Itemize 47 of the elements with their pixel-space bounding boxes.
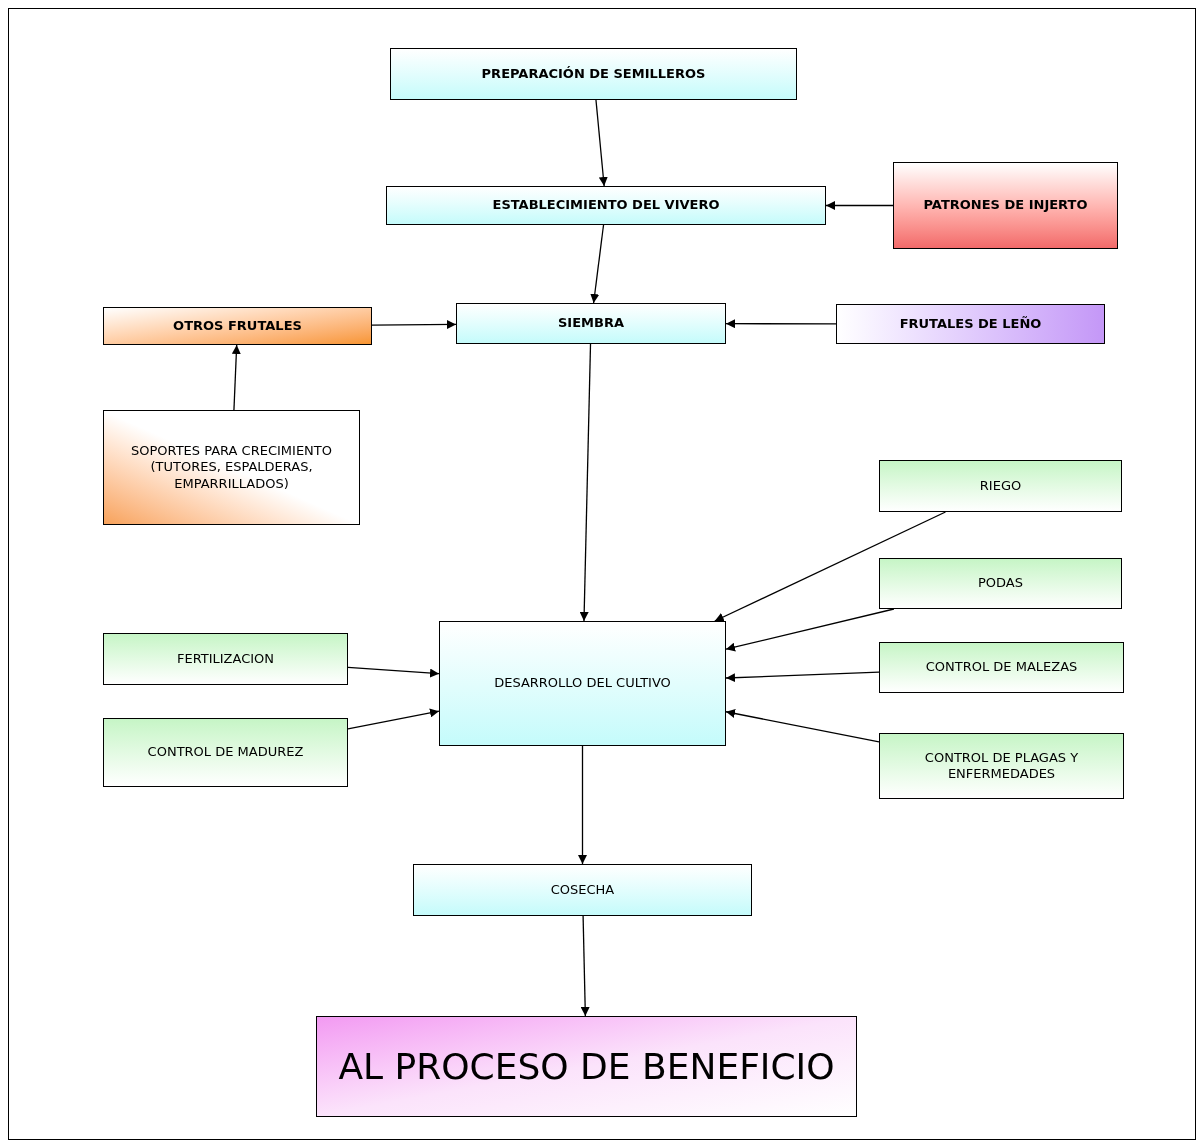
process-box (836, 304, 1105, 344)
box-label: PREPARACIÓN DE SEMILLEROS (481, 65, 706, 83)
box-label: OTROS FRUTALES (173, 317, 302, 335)
process-box (390, 48, 797, 100)
process-box (879, 733, 1124, 799)
box-label: COSECHA (550, 881, 615, 899)
arrow (580, 915, 590, 1017)
arrow (347, 666, 440, 678)
arrow (231, 344, 241, 411)
process-box (386, 186, 826, 225)
box-label: RIEGO (979, 477, 1022, 495)
process-box (456, 303, 726, 344)
process-box (879, 642, 1124, 693)
box-label: AL PROCESO DE BENEFICIO (338, 1045, 835, 1089)
arrow (347, 708, 440, 730)
process-box (103, 718, 348, 787)
box-label: DESARROLLO DEL CULTIVO (494, 675, 671, 692)
arrow (714, 511, 947, 622)
process-box (879, 558, 1122, 609)
box-label: CONTROL DE MADUREZ (147, 744, 304, 761)
process-box (103, 307, 372, 345)
process-box (879, 460, 1122, 512)
process-box (439, 621, 726, 746)
box-label: FERTILIZACION (176, 650, 275, 668)
arrow (590, 224, 605, 304)
box-label: PATRONES DE INJERTO (923, 197, 1088, 214)
process-box (103, 410, 360, 525)
box-label: SIEMBRA (558, 315, 624, 332)
box-label: CONTROL DE MALEZAS (925, 659, 1078, 676)
process-box (413, 864, 752, 916)
box-label: CONTROL DE PLAGAS Y ENFERMEDADES (923, 749, 1080, 783)
box-label: FRUTALES DE LEÑO (899, 315, 1042, 333)
process-box (103, 633, 348, 685)
arrow (579, 343, 592, 622)
process-box (316, 1016, 857, 1117)
arrow (825, 201, 894, 210)
arrow (725, 319, 837, 329)
arrow (725, 608, 895, 652)
arrow (725, 709, 880, 743)
box-label: ESTABLECIMIENTO DEL VIVERO (492, 197, 720, 214)
process-box (893, 162, 1118, 249)
box-label: SOPORTES PARA CRECIMIENTO (TUTORES, ESPALDERAS, EMPARRILLADOS) (130, 443, 333, 492)
arrow (371, 320, 457, 329)
arrow (725, 671, 880, 683)
box-label: PODAS (978, 575, 1023, 592)
arrow (595, 99, 608, 187)
arrow (578, 745, 587, 865)
